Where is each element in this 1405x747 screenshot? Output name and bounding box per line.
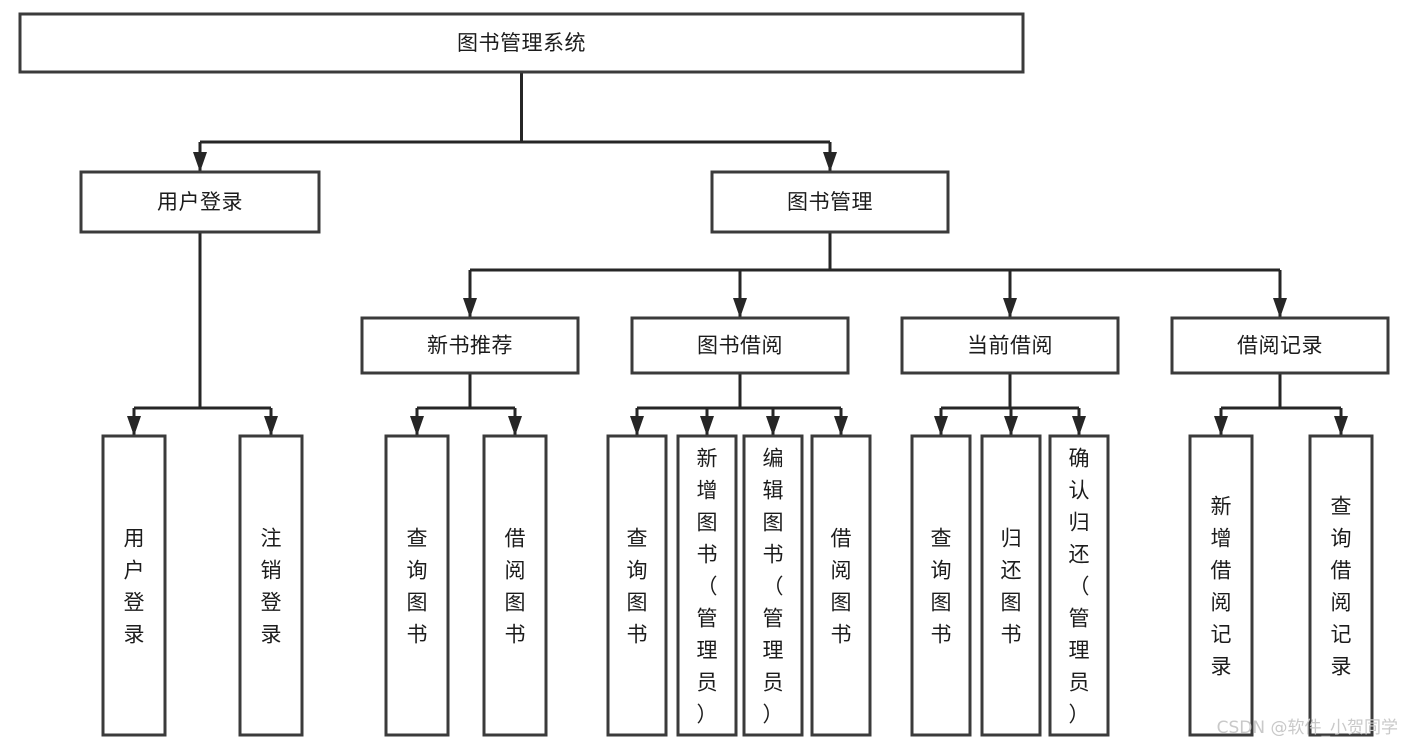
- node-leaf-borrow-book-1[interactable]: 借阅图书: [482, 434, 548, 737]
- node-leaf-query-book-2[interactable]: 查询图书: [606, 434, 668, 737]
- node-box-leaf-query-record[interactable]: [1308, 434, 1374, 737]
- connector-group-borrow-record: [1214, 373, 1348, 436]
- node-label-leaf-query-book-3: 查询图书: [931, 527, 952, 647]
- node-box-leaf-add-book[interactable]: [676, 434, 738, 737]
- node-current-borrow[interactable]: 当前借阅: [900, 316, 1120, 375]
- connector-group-user-login: [127, 232, 278, 436]
- node-label-leaf-add-record: 新增借阅记录: [1211, 495, 1232, 679]
- node-new-book-rec[interactable]: 新书推荐: [360, 316, 580, 375]
- node-box-leaf-add-record[interactable]: [1188, 434, 1254, 737]
- node-label-leaf-add-book: 新增图书（管理员）: [697, 447, 718, 727]
- node-leaf-confirm-return[interactable]: 确认归还（管理员）: [1048, 434, 1110, 737]
- node-box-leaf-user-login[interactable]: [101, 434, 167, 737]
- node-box-leaf-edit-book[interactable]: [742, 434, 804, 737]
- arrow-head-icon: [1214, 416, 1228, 436]
- node-label-root: 图书管理系统: [457, 31, 586, 55]
- arrow-head-icon: [193, 152, 207, 172]
- node-label-book-manage: 图书管理: [787, 190, 873, 214]
- node-label-leaf-query-book-2: 查询图书: [627, 527, 648, 647]
- arrow-head-icon: [733, 298, 747, 318]
- nodes-layer: 图书管理系统用户登录图书管理新书推荐图书借阅当前借阅借阅记录用户登录注销登录查询…: [18, 12, 1390, 737]
- node-leaf-edit-book[interactable]: 编辑图书（管理员）: [742, 434, 804, 737]
- node-label-book-borrow: 图书借阅: [697, 334, 783, 358]
- connector-group-book-borrow: [630, 373, 848, 436]
- node-leaf-user-login[interactable]: 用户登录: [101, 434, 167, 737]
- node-box-leaf-query-book-1[interactable]: [384, 434, 450, 737]
- node-label-leaf-edit-book: 编辑图书（管理员）: [763, 447, 784, 727]
- node-label-leaf-borrow-book-2: 借阅图书: [831, 527, 852, 647]
- arrow-head-icon: [766, 416, 780, 436]
- node-leaf-return-book[interactable]: 归还图书: [980, 434, 1042, 737]
- node-label-leaf-query-record: 查询借阅记录: [1331, 495, 1352, 679]
- node-box-book-manage[interactable]: [710, 170, 950, 234]
- node-box-leaf-return-book[interactable]: [980, 434, 1042, 737]
- node-label-leaf-query-book-1: 查询图书: [407, 527, 428, 647]
- node-label-new-book-rec: 新书推荐: [427, 334, 513, 358]
- node-borrow-record[interactable]: 借阅记录: [1170, 316, 1390, 375]
- node-leaf-query-book-1[interactable]: 查询图书: [384, 434, 450, 737]
- node-label-borrow-record: 借阅记录: [1237, 334, 1323, 358]
- arrow-head-icon: [630, 416, 644, 436]
- node-leaf-add-book[interactable]: 新增图书（管理员）: [676, 434, 738, 737]
- watermark-label: CSDN @软件_小贺同学: [1217, 718, 1398, 738]
- node-label-leaf-user-login: 用户登录: [124, 527, 145, 647]
- arrow-head-icon: [934, 416, 948, 436]
- connector-group-book-manage: [463, 232, 1287, 318]
- node-leaf-logout[interactable]: 注销登录: [238, 434, 304, 737]
- node-box-borrow-record[interactable]: [1170, 316, 1390, 375]
- node-leaf-add-record[interactable]: 新增借阅记录: [1188, 434, 1254, 737]
- node-box-leaf-query-book-3[interactable]: [910, 434, 972, 737]
- node-box-new-book-rec[interactable]: [360, 316, 580, 375]
- connector-group-root: [193, 72, 837, 172]
- node-box-root[interactable]: [18, 12, 1025, 74]
- node-label-leaf-logout: 注销登录: [261, 527, 282, 647]
- node-root[interactable]: 图书管理系统: [18, 12, 1025, 74]
- node-box-user-login[interactable]: [79, 170, 321, 234]
- arrow-head-icon: [1004, 416, 1018, 436]
- node-label-user-login: 用户登录: [157, 190, 243, 214]
- arrow-head-icon: [1334, 416, 1348, 436]
- node-label-leaf-confirm-return: 确认归还（管理员）: [1069, 447, 1090, 727]
- node-box-current-borrow[interactable]: [900, 316, 1120, 375]
- node-box-book-borrow[interactable]: [630, 316, 850, 375]
- arrow-head-icon: [834, 416, 848, 436]
- arrow-head-icon: [508, 416, 522, 436]
- arrow-head-icon: [410, 416, 424, 436]
- node-box-leaf-logout[interactable]: [238, 434, 304, 737]
- node-label-leaf-return-book: 归还图书: [1001, 527, 1022, 647]
- connectors-layer: [127, 72, 1348, 436]
- node-book-borrow[interactable]: 图书借阅: [630, 316, 850, 375]
- arrow-head-icon: [463, 298, 477, 318]
- arrow-head-icon: [264, 416, 278, 436]
- arrow-head-icon: [1072, 416, 1086, 436]
- arrow-head-icon: [823, 152, 837, 172]
- node-leaf-query-book-3[interactable]: 查询图书: [910, 434, 972, 737]
- node-box-leaf-borrow-book-1[interactable]: [482, 434, 548, 737]
- node-user-login[interactable]: 用户登录: [79, 170, 321, 234]
- arrow-head-icon: [127, 416, 141, 436]
- arrow-head-icon: [700, 416, 714, 436]
- connector-group-current-borrow: [934, 373, 1086, 436]
- node-book-manage[interactable]: 图书管理: [710, 170, 950, 234]
- arrow-head-icon: [1273, 298, 1287, 318]
- connector-group-new-book-rec: [410, 373, 522, 436]
- node-label-leaf-borrow-book-1: 借阅图书: [505, 527, 526, 647]
- node-box-leaf-borrow-book-2[interactable]: [810, 434, 872, 737]
- node-leaf-borrow-book-2[interactable]: 借阅图书: [810, 434, 872, 737]
- arrow-head-icon: [1003, 298, 1017, 318]
- node-box-leaf-confirm-return[interactable]: [1048, 434, 1110, 737]
- node-label-current-borrow: 当前借阅: [967, 334, 1053, 358]
- node-box-leaf-query-book-2[interactable]: [606, 434, 668, 737]
- node-leaf-query-record[interactable]: 查询借阅记录: [1308, 434, 1374, 737]
